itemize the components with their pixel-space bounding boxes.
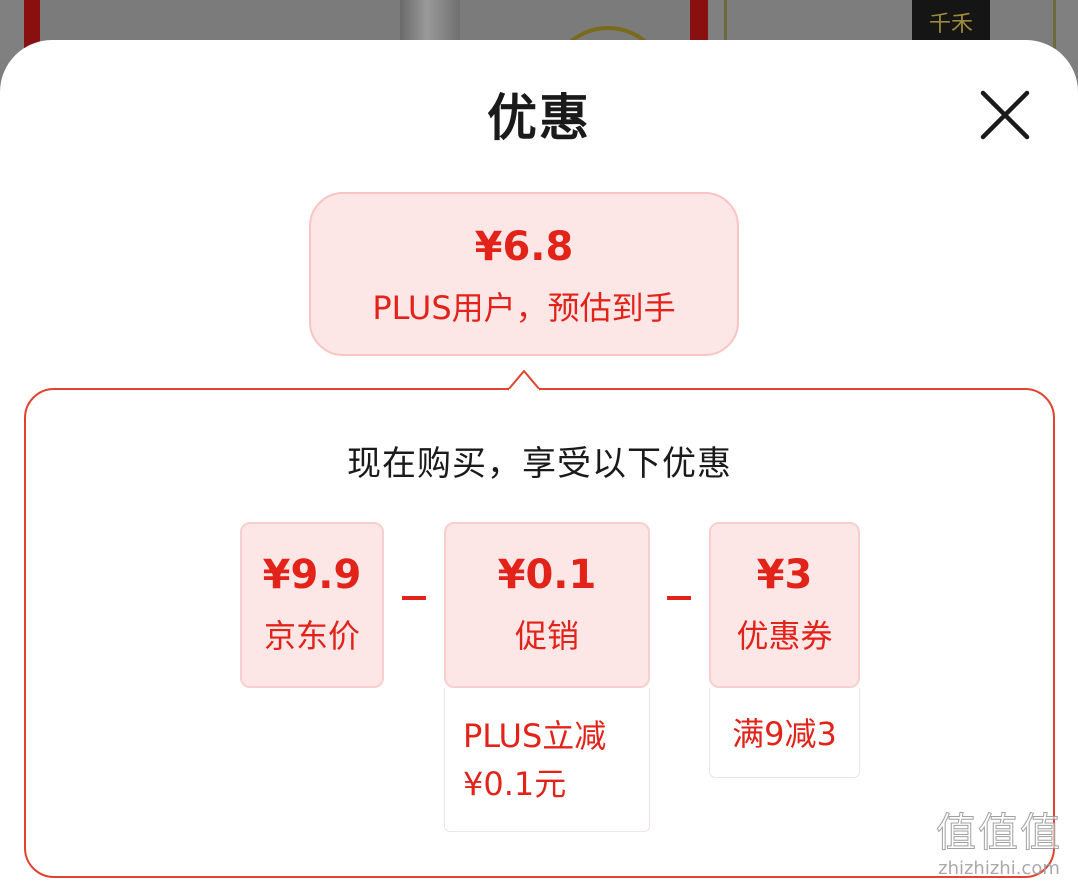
promotion-amount: ¥0.1 [497, 552, 597, 598]
sheet-title: 优惠 [487, 89, 591, 147]
site-watermark: 值值值 zhizhizhi.com [926, 808, 1072, 890]
jd-price-amount: ¥9.9 [262, 552, 362, 598]
watermark-site: zhizhizhi.com [938, 858, 1060, 879]
promotion-detail-line-1: PLUS立减 [463, 717, 607, 755]
promotion-label: 促销 [514, 617, 579, 655]
minus-sign [667, 596, 691, 600]
coupon-detail: 满9减3 [709, 688, 860, 778]
promotion-detail-line-2: ¥0.1元 [463, 765, 567, 803]
coupon-box: ¥3 优惠券 [709, 522, 860, 688]
watermark-logo: 值值值 [936, 810, 1062, 857]
discount-breakdown-panel: 现在购买，享受以下优惠 ¥9.9 京东价 ¥0.1 促销 PLUS立减 ¥0.1… [24, 388, 1055, 878]
panel-pointer [508, 370, 540, 391]
estimated-price-bubble: ¥6.8 PLUS用户，预估到手 [309, 192, 739, 356]
jd-price-label: 京东价 [263, 617, 360, 655]
coupon-amount: ¥3 [756, 552, 813, 598]
panel-subtitle: 现在购买，享受以下优惠 [347, 444, 732, 484]
minus-sign [402, 596, 426, 600]
promotion-box: ¥0.1 促销 [444, 522, 650, 688]
close-icon [980, 90, 1030, 140]
discount-sheet: 优惠 ¥6.8 PLUS用户，预估到手 现在购买，享受以下优惠 ¥9.9 京东价… [0, 40, 1078, 893]
promotion-detail: PLUS立减 ¥0.1元 [444, 688, 650, 832]
coupon-label: 优惠券 [736, 617, 833, 655]
close-button[interactable] [976, 86, 1034, 144]
estimated-price: ¥6.8 [474, 224, 574, 270]
estimated-price-caption: PLUS用户，预估到手 [372, 289, 676, 327]
jd-price-box: ¥9.9 京东价 [240, 522, 384, 688]
